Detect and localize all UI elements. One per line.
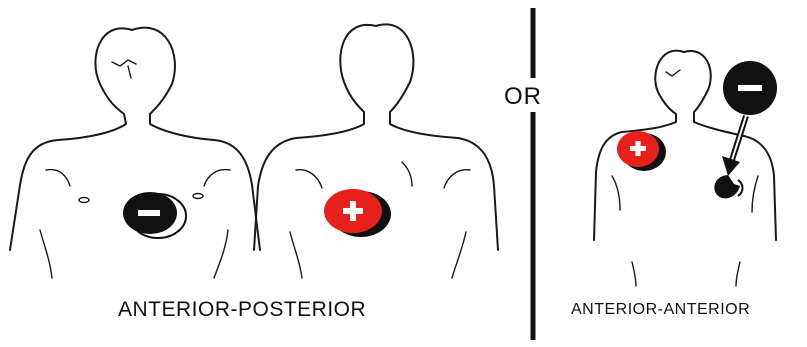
or-label: OR (504, 83, 542, 111)
negative-pad-anterior (723, 61, 777, 115)
negative-pad-front (123, 192, 186, 238)
front-torso-figure (10, 28, 260, 278)
minus-icon (138, 210, 160, 216)
placement-arrow (722, 116, 746, 176)
positive-pad-back (324, 189, 391, 237)
negative-pad-placement (714, 175, 742, 198)
anterior-anterior-label: ANTERIOR-ANTERIOR (571, 301, 750, 319)
positive-pad-anterior (617, 131, 666, 171)
back-torso-figure (254, 24, 498, 278)
anterior-posterior-label: ANTERIOR-POSTERIOR (118, 298, 366, 322)
minus-icon (738, 85, 762, 91)
